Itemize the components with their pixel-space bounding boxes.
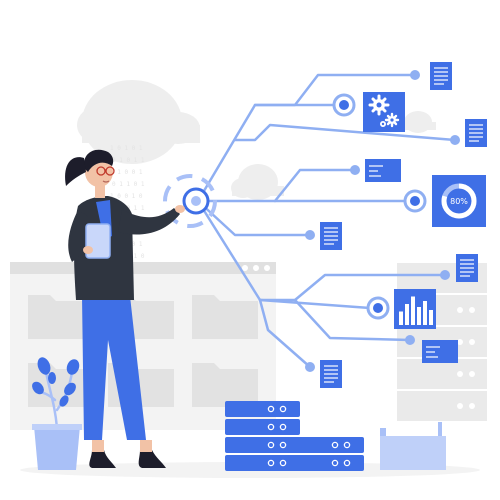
mini-bar xyxy=(417,307,421,325)
network-node xyxy=(305,70,460,372)
storage-stack xyxy=(225,401,364,471)
gauge-panel: 80% xyxy=(432,175,486,227)
mini-bar xyxy=(411,296,415,325)
gear-icon xyxy=(380,121,386,127)
mini-bar xyxy=(405,304,409,325)
gauge-label: 80% xyxy=(450,197,468,206)
mini-bar xyxy=(423,301,427,325)
potted-plant xyxy=(32,357,82,470)
cloud-icon xyxy=(77,80,200,164)
code-window-icon xyxy=(422,340,458,363)
target-ring xyxy=(163,174,217,228)
gear-icon xyxy=(368,94,390,116)
cloud-icon xyxy=(402,111,436,133)
gear-icon xyxy=(384,112,400,128)
svg-text:1 0 1 0 1: 1 0 1 0 1 xyxy=(110,145,143,152)
document-icon xyxy=(456,254,478,282)
folder-icon xyxy=(380,422,446,470)
document-icon xyxy=(430,62,452,90)
document-icon xyxy=(465,119,487,147)
svg-text:1 0 0 1 0: 1 0 0 1 0 xyxy=(110,193,143,200)
document-icon xyxy=(320,360,342,388)
gauge-progress-ring xyxy=(441,183,477,219)
svg-text:0 1 0 1 1: 0 1 0 1 1 xyxy=(112,157,145,164)
cloud-icon xyxy=(231,164,284,200)
mini-bar xyxy=(399,311,403,325)
svg-text:0 1 1 0 1: 0 1 1 0 1 xyxy=(112,181,145,188)
mini-bar xyxy=(429,310,433,325)
svg-text:1 1 0 0 1: 1 1 0 0 1 xyxy=(110,169,143,176)
code-window-icon xyxy=(365,159,401,182)
glasses-icon xyxy=(96,166,115,176)
document-icon xyxy=(320,222,342,250)
network-hub xyxy=(332,93,427,320)
bar-chart-panel xyxy=(394,289,436,329)
woman-figure xyxy=(65,149,185,468)
